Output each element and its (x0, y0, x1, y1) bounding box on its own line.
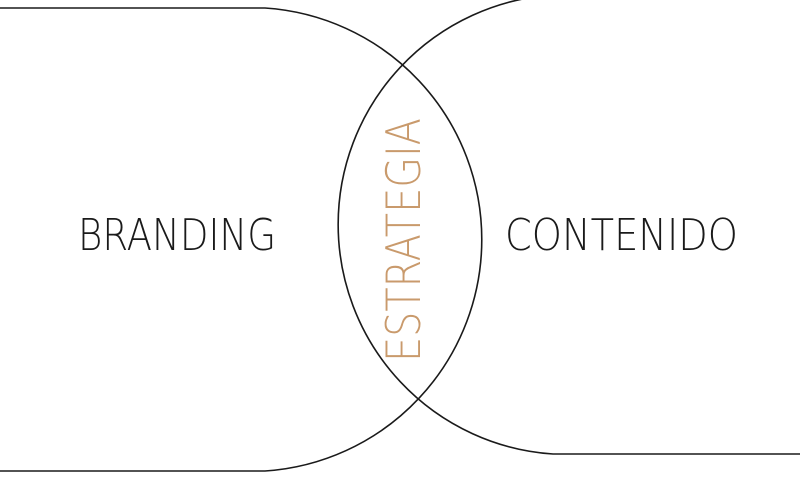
branding-shape (0, 7, 483, 472)
branding-label: BRANDING (78, 210, 276, 261)
contenido-shape (337, 0, 800, 455)
contenido-label: CONTENIDO (505, 210, 738, 261)
estrategia-label: ESTRATEGIA (377, 118, 432, 362)
